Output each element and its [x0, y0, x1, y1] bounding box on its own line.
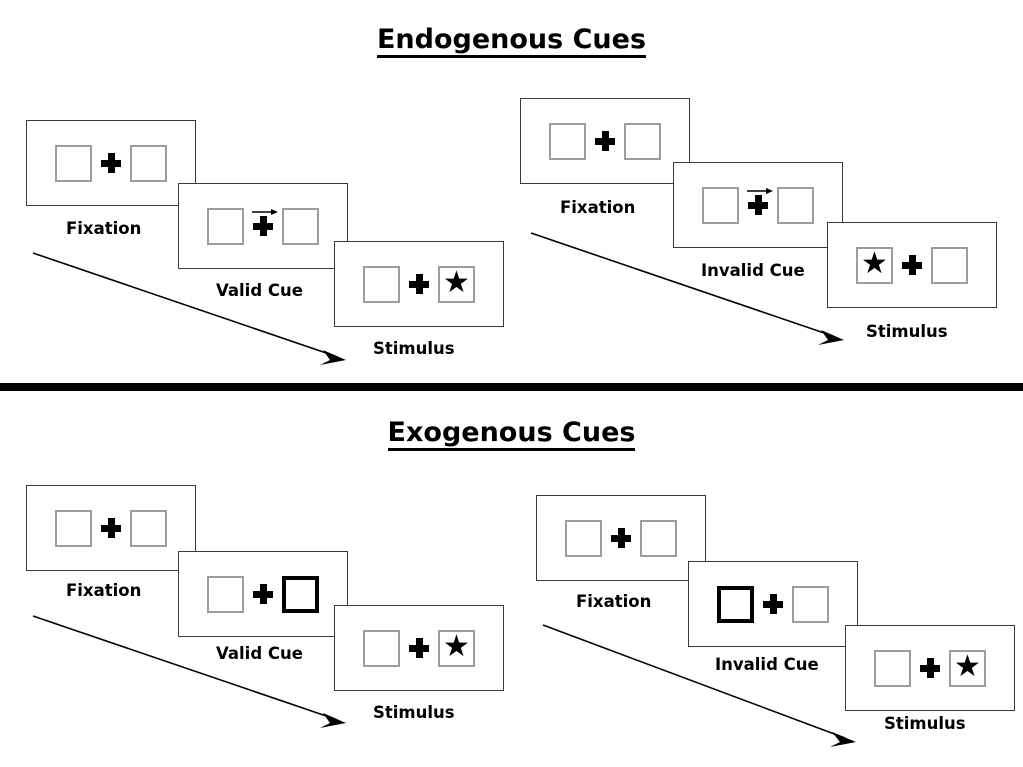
- target-box-right[interactable]: [931, 246, 968, 284]
- panel-exogenous-valid-cue[interactable]: [178, 551, 348, 637]
- caption-exogenous-invalid-fixation: Fixation: [576, 592, 652, 611]
- panel-content: ★: [828, 223, 996, 307]
- star-icon: ★: [443, 628, 470, 664]
- panel-endogenous-valid-cue[interactable]: [178, 183, 348, 269]
- panel-content: ★: [335, 242, 503, 326]
- panel-endogenous-valid-fixation[interactable]: [26, 120, 196, 206]
- target-box-left[interactable]: [55, 509, 92, 547]
- panel-content: [674, 163, 842, 247]
- panel-exogenous-invalid-cue[interactable]: [688, 561, 858, 647]
- target-box-right[interactable]: [777, 186, 814, 224]
- caption-exogenous-invalid-cue: Invalid Cue: [715, 655, 819, 674]
- fixation-cross-icon: [408, 637, 430, 659]
- section-title-endogenous-text: Endogenous Cues: [376, 25, 647, 59]
- panel-endogenous-invalid-stimulus[interactable]: ★: [827, 222, 997, 308]
- fixation-cross-icon: [252, 215, 274, 237]
- target-box-right[interactable]: [282, 207, 319, 245]
- fixation-cross-icon: [919, 657, 941, 679]
- panel-exogenous-invalid-stimulus[interactable]: ★: [845, 625, 1015, 711]
- fixation-cross-icon: [408, 273, 430, 295]
- target-box-left[interactable]: [207, 207, 244, 245]
- panel-content: [537, 496, 705, 580]
- star-icon: ★: [954, 648, 981, 684]
- target-box-right[interactable]: [624, 122, 661, 160]
- target-box-right[interactable]: [792, 585, 829, 623]
- fixation-cross-icon: [252, 583, 274, 605]
- diagonal-time-arrow-icon-exogenous-valid: [32, 615, 346, 728]
- star-icon: ★: [443, 264, 470, 300]
- target-box-left[interactable]: [207, 575, 244, 613]
- fixation-cross-icon: [100, 517, 122, 539]
- target-box-left[interactable]: [363, 265, 400, 303]
- target-box-right[interactable]: [640, 519, 677, 557]
- target-box-left[interactable]: [363, 629, 400, 667]
- target-box-right-cued[interactable]: [282, 575, 319, 613]
- diagonal-time-arrow-icon-endogenous-invalid: [530, 232, 844, 345]
- panel-endogenous-valid-stimulus[interactable]: ★: [334, 241, 504, 327]
- target-box-left[interactable]: [702, 186, 739, 224]
- panel-exogenous-valid-stimulus[interactable]: ★: [334, 605, 504, 691]
- caption-exogenous-valid-fixation: Fixation: [66, 581, 142, 600]
- caption-endogenous-invalid-stimulus: Stimulus: [866, 322, 948, 341]
- diagonal-time-arrow-icon-endogenous-valid: [32, 252, 346, 365]
- target-box-right[interactable]: [130, 144, 167, 182]
- target-box-left-cued[interactable]: [717, 585, 754, 623]
- star-icon: ★: [861, 245, 888, 281]
- target-box-left[interactable]: [55, 144, 92, 182]
- fixation-cross-icon: [100, 152, 122, 174]
- section-title-endogenous: Endogenous Cues: [0, 24, 1023, 59]
- target-box-right[interactable]: ★: [438, 628, 475, 667]
- target-box-right[interactable]: ★: [949, 648, 986, 687]
- target-box-left[interactable]: [874, 649, 911, 687]
- panel-endogenous-invalid-fixation[interactable]: [520, 98, 690, 184]
- diagonal-time-arrow-icon-exogenous-invalid: [542, 624, 856, 747]
- caption-exogenous-valid-cue: Valid Cue: [216, 644, 303, 663]
- section-title-exogenous-text: Exogenous Cues: [387, 418, 636, 452]
- target-box-left[interactable]: [565, 519, 602, 557]
- fixation-cross-icon: [901, 254, 923, 276]
- panel-content: [179, 552, 347, 636]
- caption-endogenous-invalid-cue: Invalid Cue: [701, 261, 805, 280]
- target-box-right[interactable]: [130, 509, 167, 547]
- caption-endogenous-valid-fixation: Fixation: [66, 219, 142, 238]
- fixation-cross-icon: [762, 593, 784, 615]
- panel-content: [27, 486, 195, 570]
- caption-exogenous-invalid-stimulus: Stimulus: [884, 714, 966, 733]
- panel-content: [27, 121, 195, 205]
- panel-content: [689, 562, 857, 646]
- caption-endogenous-invalid-fixation: Fixation: [560, 198, 636, 217]
- target-box-left[interactable]: ★: [856, 245, 893, 284]
- fixation-cross-icon: [610, 527, 632, 549]
- section-title-exogenous: Exogenous Cues: [0, 417, 1023, 452]
- panel-exogenous-valid-fixation[interactable]: [26, 485, 196, 571]
- caption-endogenous-valid-cue: Valid Cue: [216, 281, 303, 300]
- fixation-cross-icon: [747, 194, 769, 216]
- panel-endogenous-invalid-cue[interactable]: [673, 162, 843, 248]
- caption-endogenous-valid-stimulus: Stimulus: [373, 339, 455, 358]
- panel-content: [179, 184, 347, 268]
- panel-content: ★: [846, 626, 1014, 710]
- panel-exogenous-invalid-fixation[interactable]: [536, 495, 706, 581]
- fixation-cross-icon: [594, 130, 616, 152]
- caption-exogenous-valid-stimulus: Stimulus: [373, 703, 455, 722]
- panel-content: [521, 99, 689, 183]
- panel-content: ★: [335, 606, 503, 690]
- target-box-right[interactable]: ★: [438, 264, 475, 303]
- target-box-left[interactable]: [549, 122, 586, 160]
- section-divider: [0, 383, 1023, 391]
